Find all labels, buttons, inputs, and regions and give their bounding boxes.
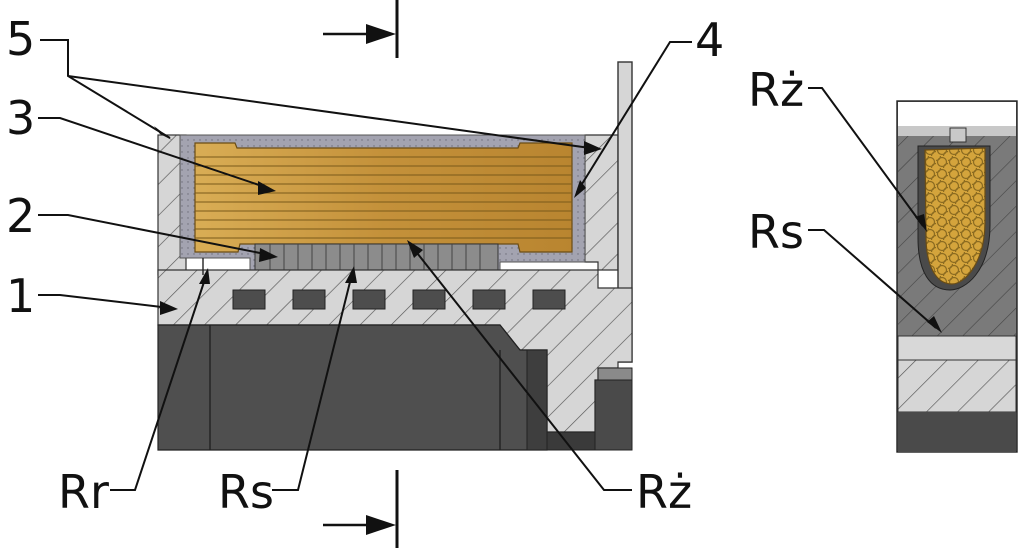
detail-view: Rż Rs [748, 63, 1018, 453]
label-4: 4 [695, 13, 724, 67]
cooling-channels [232, 289, 566, 310]
detail-copper-strand [924, 147, 986, 285]
copper-winding [194, 142, 573, 253]
section-arrow-bottom [323, 515, 396, 535]
detail-label-rs: Rs [748, 205, 804, 259]
detail-label-rz: Rż [748, 63, 804, 117]
label-1: 1 [6, 269, 35, 323]
base-rib [526, 349, 548, 451]
labels: 5 4 3 2 1 Rr Rs Rż [6, 12, 724, 519]
right-block [594, 379, 633, 451]
label-5: 5 [6, 12, 35, 66]
label-rs: Rs [218, 465, 274, 519]
label-rz: Rż [636, 465, 692, 519]
housing-right-wall [584, 134, 619, 271]
main-section [157, 0, 633, 548]
section-arrow-top [323, 24, 396, 44]
stator-teeth [254, 243, 499, 275]
right-block-inner [597, 367, 633, 381]
label-rr: Rr [58, 465, 109, 519]
detail-lower-hatch [897, 359, 1017, 413]
label-2: 2 [6, 189, 35, 243]
leaders [38, 39, 692, 491]
label-3: 3 [6, 91, 35, 145]
